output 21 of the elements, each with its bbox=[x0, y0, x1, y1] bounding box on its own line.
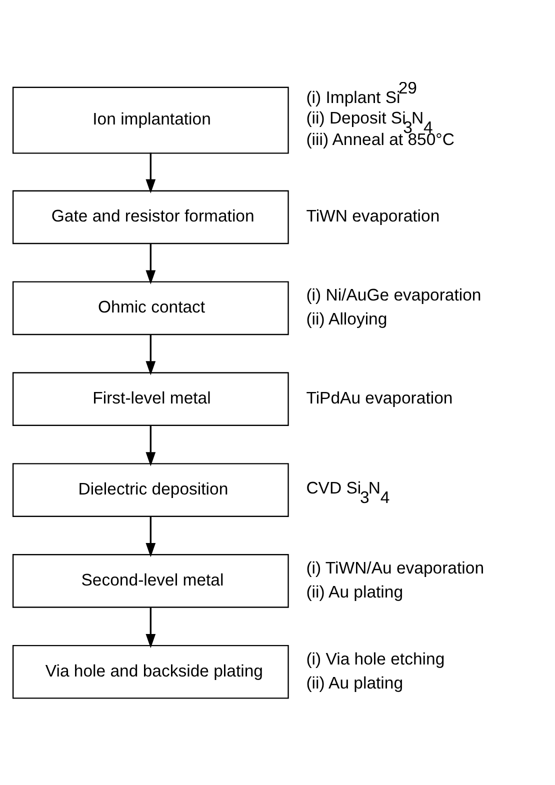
node-box: Second-level metal bbox=[12, 554, 289, 608]
node-label: TiWN evaporation bbox=[306, 206, 440, 226]
node-box: First-level metal bbox=[12, 372, 289, 426]
node-box: Ohmic contact bbox=[12, 281, 289, 336]
arrow bbox=[146, 244, 156, 284]
node-box: Via hole and backside plating bbox=[12, 644, 289, 699]
node-label: (ii) Au plating bbox=[306, 673, 404, 692]
node-box: Gate and resistor formation bbox=[12, 190, 289, 244]
node-label: (i) Ni/AuGe evaporation bbox=[306, 286, 482, 305]
arrow bbox=[146, 334, 156, 376]
node-label: TiPdAu evaporation bbox=[306, 388, 453, 408]
node-label: (i) TiWN/Au evaporation bbox=[306, 558, 484, 578]
node-box: Dielectric deposition bbox=[12, 463, 289, 517]
arrow bbox=[146, 152, 156, 194]
node-box: Ion implantation bbox=[12, 86, 289, 154]
node-label: (i) Via hole etching bbox=[306, 649, 445, 668]
node-label: (ii) Alloying bbox=[306, 310, 388, 329]
arrow bbox=[146, 425, 156, 466]
arrow bbox=[146, 607, 156, 648]
arrow bbox=[146, 516, 156, 558]
node-label: (ii) Au plating bbox=[306, 582, 404, 602]
